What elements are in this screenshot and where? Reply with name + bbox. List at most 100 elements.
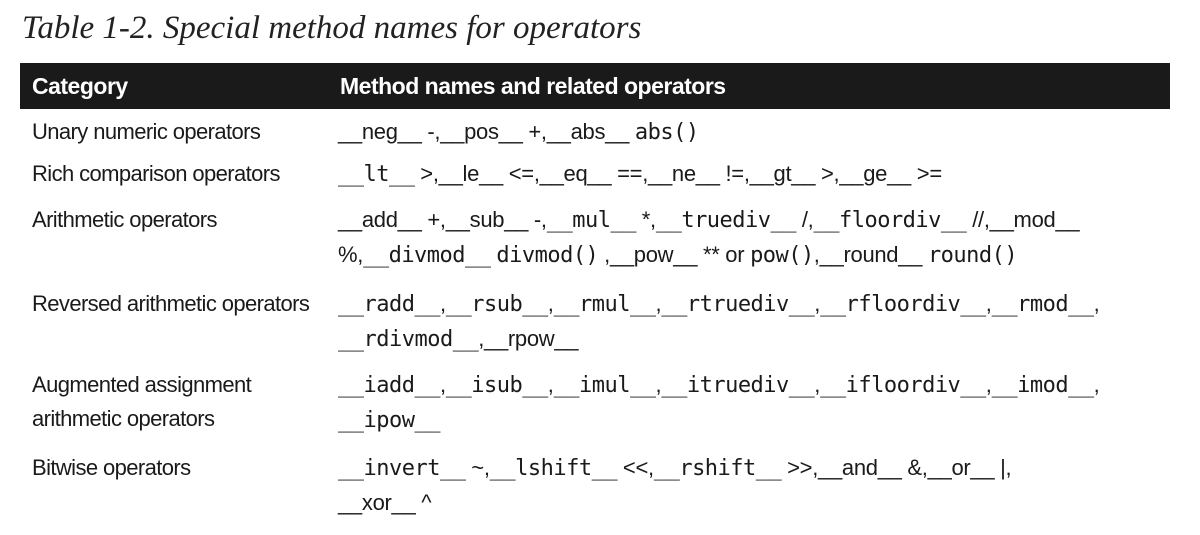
- methods-line: __rdivmod__,__rpow__: [338, 322, 1168, 357]
- method-code: __imul__: [553, 373, 656, 398]
- method-text: __xor__: [338, 490, 416, 515]
- method-text: ,: [478, 326, 485, 351]
- method-text: ,: [598, 242, 610, 267]
- row-methods: __add__ +,__sub__ -,__mul__ *,__truediv_…: [338, 203, 1168, 273]
- method-text: __neg__: [338, 119, 422, 144]
- method-text: ,: [439, 291, 446, 316]
- method-text: *,: [635, 207, 656, 232]
- row-category: Reversed arithmetic operators: [32, 287, 322, 321]
- method-text: ,: [814, 372, 821, 397]
- method-code: __ipow__: [338, 408, 440, 433]
- row-category: Rich comparison operators: [32, 157, 322, 191]
- method-text: __add__: [338, 207, 422, 232]
- method-code: __rsub__: [445, 292, 548, 317]
- methods-line: __xor__ ^: [338, 486, 1168, 520]
- category-label: Augmented assignment: [32, 372, 252, 397]
- method-text: __rpow__: [484, 326, 579, 351]
- methods-line: __iadd__,__isub__,__imul__,__itruediv__,…: [338, 368, 1168, 403]
- category-label: arithmetic operators: [32, 406, 215, 431]
- table-row-reversed: Reversed arithmetic operators __radd__,_…: [20, 287, 1170, 368]
- table-row-bitwise: Bitwise operators __invert__ ~,__lshift_…: [20, 451, 1170, 531]
- row-category: Unary numeric operators: [32, 115, 322, 149]
- method-code: round(): [927, 243, 1018, 268]
- methods-line: __neg__ -,__pos__ +,__abs__ abs(): [338, 115, 1168, 150]
- method-code: __rfloordiv__: [820, 292, 986, 317]
- method-text: -,: [528, 207, 547, 232]
- method-code: __rshift__: [653, 456, 782, 481]
- method-text: ,: [985, 291, 992, 316]
- method-text: __pow__: [609, 242, 698, 267]
- method-code: __imod__: [991, 373, 1094, 398]
- method-text: >,: [414, 161, 439, 186]
- method-text: ,: [1093, 372, 1100, 397]
- methods-line: __radd__,__rsub__,__rmul__,__rtruediv__,…: [338, 287, 1168, 322]
- method-text: __ge__: [839, 161, 911, 186]
- category-label: Reversed arithmetic operators: [32, 291, 310, 316]
- method-text: !=,: [719, 161, 750, 186]
- method-code: pow(): [750, 243, 814, 268]
- methods-line: %,__divmod__ divmod() ,__pow__ ** or pow…: [338, 238, 1168, 273]
- method-text: ,: [655, 372, 662, 397]
- method-text: <=,: [502, 161, 540, 186]
- method-code: __truediv__: [655, 208, 797, 233]
- category-label: Bitwise operators: [32, 455, 191, 480]
- method-text: __abs__: [546, 119, 630, 144]
- method-text: %,: [338, 242, 364, 267]
- method-text: +,: [522, 119, 547, 144]
- method-code: __rmod__: [991, 292, 1094, 317]
- method-code: __iadd__: [338, 373, 440, 398]
- header-methods: Method names and related operators: [340, 73, 726, 99]
- method-text: ,: [813, 242, 820, 267]
- table-row-augmented: Augmented assignment arithmetic operators…: [20, 368, 1170, 451]
- method-text: __mod__: [989, 207, 1080, 232]
- method-text: //,: [966, 207, 990, 232]
- method-code: __lt__: [338, 162, 415, 187]
- row-methods: __radd__,__rsub__,__rmul__,__rtruediv__,…: [338, 287, 1168, 357]
- method-code: abs(): [634, 120, 699, 145]
- method-text: ,: [547, 372, 554, 397]
- method-code: __rtruediv__: [661, 292, 815, 317]
- method-text: ,: [547, 291, 554, 316]
- method-text: ==,: [611, 161, 649, 186]
- method-text: __eq__: [539, 161, 612, 186]
- row-category: Arithmetic operators: [32, 203, 322, 237]
- table-caption: Table 1-2. Special method names for oper…: [22, 10, 642, 46]
- method-text: ,: [985, 372, 992, 397]
- method-code: __ifloordiv__: [820, 373, 986, 398]
- table-header: Category Method names and related operat…: [20, 63, 1170, 109]
- method-text: __pos__: [440, 119, 523, 144]
- row-methods: __neg__ -,__pos__ +,__abs__ abs(): [338, 115, 1168, 150]
- category-label: Arithmetic operators: [32, 207, 217, 232]
- method-text: __le__: [438, 161, 504, 186]
- method-text: &,: [901, 455, 928, 480]
- method-code: __radd__: [338, 292, 440, 317]
- method-text: +,: [421, 207, 446, 232]
- method-code: __divmod__: [363, 243, 491, 268]
- method-code: __lshift__: [489, 456, 618, 481]
- methods-line: __invert__ ~,__lshift__ <<,__rshift__ >>…: [338, 451, 1168, 486]
- methods-line: __ipow__: [338, 403, 1168, 438]
- method-text: <<,: [617, 455, 654, 480]
- method-text: >=: [910, 161, 942, 186]
- method-text: __ne__: [648, 161, 720, 186]
- method-text: ,: [655, 291, 662, 316]
- methods-line: __lt__ >,__le__ <=,__eq__ ==,__ne__ !=,_…: [338, 157, 1168, 192]
- row-methods: __iadd__,__isub__,__imul__,__itruediv__,…: [338, 368, 1168, 438]
- method-code: __mul__: [546, 208, 637, 233]
- row-category: Augmented assignment arithmetic operators: [32, 368, 322, 436]
- category-label: Unary numeric operators: [32, 119, 261, 144]
- method-code: __itruediv__: [661, 373, 815, 398]
- methods-line: __add__ +,__sub__ -,__mul__ *,__truediv_…: [338, 203, 1168, 238]
- method-code: __rmul__: [553, 292, 656, 317]
- method-code: __invert__: [338, 456, 466, 481]
- method-text: ,: [1093, 291, 1100, 316]
- method-text: ~,: [465, 455, 490, 480]
- method-text: __round__: [819, 242, 923, 267]
- table-row-arithmetic: Arithmetic operators __add__ +,__sub__ -…: [20, 203, 1170, 287]
- method-text: >,: [815, 161, 840, 186]
- method-code: divmod(): [496, 243, 599, 268]
- row-methods: __invert__ ~,__lshift__ <<,__rshift__ >>…: [338, 451, 1168, 520]
- method-text: ** or: [697, 242, 751, 267]
- method-code: __floordiv__: [813, 208, 967, 233]
- table-row-comparison: Rich comparison operators __lt__ >,__le_…: [20, 157, 1170, 203]
